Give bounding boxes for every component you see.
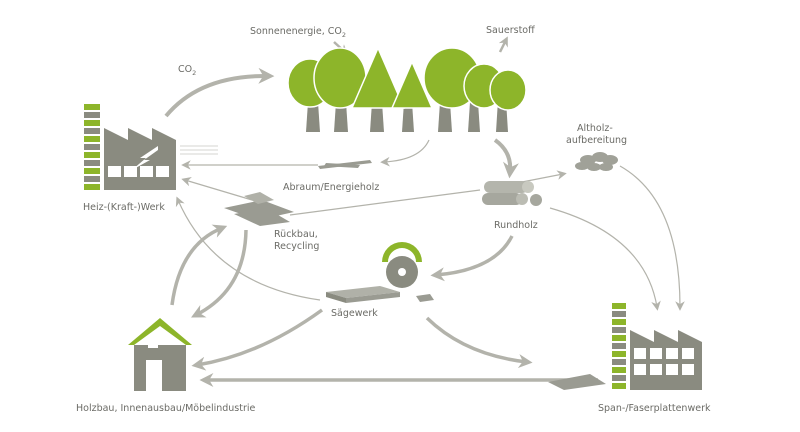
label-oxygen: Sauerstoff	[486, 25, 535, 36]
label-roundwood: Rundholz	[494, 220, 538, 231]
board-stack-icon	[548, 374, 606, 390]
flow-arrows	[164, 36, 685, 387]
board-plant-icon	[548, 303, 702, 390]
arrow-sawmill-to-plant	[175, 196, 321, 301]
label-oldwood-2: aufbereitung	[566, 135, 627, 146]
arrow-roundwood-to-boards	[549, 207, 661, 311]
arrow-forest-to-oxygen	[498, 36, 508, 53]
recycling-pile-icon	[224, 192, 294, 226]
arrow-recycling-to-house	[191, 229, 248, 318]
lightning-icon	[132, 146, 158, 170]
arrow-sawmill-to-boards	[425, 316, 533, 369]
arrow-roundwood-to-recycling	[289, 189, 481, 216]
arrow-roundwood-to-oldwood	[521, 170, 567, 183]
label-slash: Abraum/Energieholz	[283, 182, 379, 193]
arrow-roundwood-to-sawmill	[430, 235, 514, 282]
house-icon	[128, 318, 192, 391]
arrow-house-to-recycling	[170, 224, 228, 306]
arrow-forest-to-roundwood	[493, 138, 519, 179]
arrow-forest-to-slash	[380, 139, 430, 167]
slash-wood-icon	[318, 160, 372, 169]
label-heating-plant: Heiz-(Kraft-)Werk	[83, 202, 165, 213]
label-construction: Holzbau, Innenausbau/Möbelindustrie	[76, 403, 256, 414]
sawmill-icon	[326, 242, 434, 303]
arrow-sawmill-to-house	[191, 308, 324, 371]
label-board-plant: Span-/Faserplattenwerk	[598, 403, 711, 414]
roundwood-icon	[482, 181, 542, 206]
label-sawmill: Sägewerk	[331, 308, 378, 319]
forest-icon	[287, 46, 527, 132]
arrow-recycling-to-plant	[181, 177, 253, 201]
old-wood-chips-icon	[575, 152, 618, 171]
label-oldwood-1: Altholz-	[577, 123, 613, 134]
label-recycling-2: Recycling	[274, 241, 319, 252]
label-sun: Sonnenenergie, CO2	[250, 26, 346, 39]
label-recycling-1: Rückbau,	[274, 229, 318, 240]
arrow-oldwood-to-boards	[619, 165, 685, 311]
heating-plant-icon	[84, 104, 218, 190]
arrow-co2-to-forest	[164, 67, 275, 118]
label-co2: CO2	[178, 64, 196, 77]
